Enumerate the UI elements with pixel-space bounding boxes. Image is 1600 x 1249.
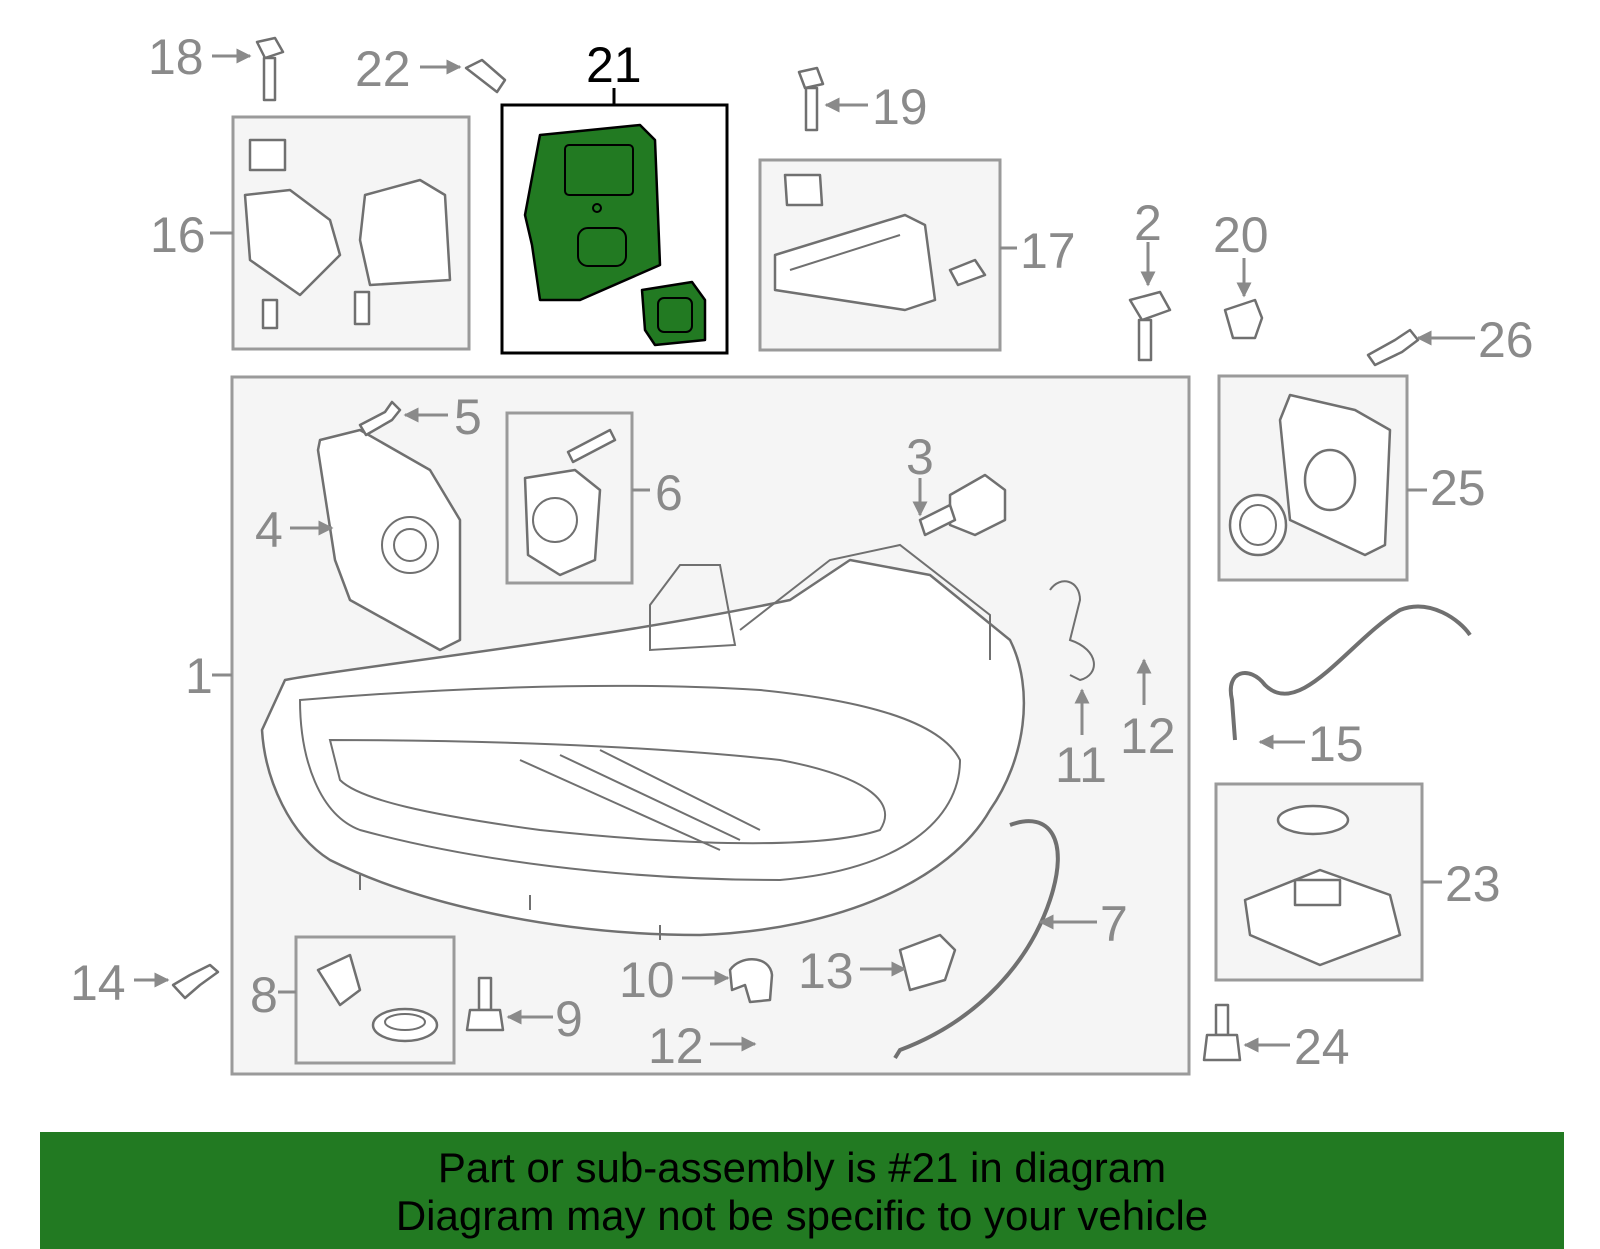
part-24-bolt (1202, 1003, 1242, 1062)
callout-24: 24 (1294, 1019, 1350, 1075)
callout-labels: 18 22 21 19 16 17 2 20 26 5 3 6 25 4 1 1… (70, 29, 1534, 1075)
part-19-bolt (797, 66, 825, 132)
part-16-bracket (243, 138, 452, 330)
callout-1: 1 (185, 648, 213, 704)
part-3-bulb (918, 473, 1007, 537)
part-13-clip (898, 933, 957, 992)
callout-14: 14 (70, 955, 126, 1011)
part-4-cover (316, 428, 462, 652)
part-15-vent-hose (1228, 604, 1472, 741)
callout-21: 21 (586, 37, 642, 93)
callout-17: 17 (1020, 223, 1076, 279)
info-banner: Part or sub-assembly is #21 in diagram D… (40, 1132, 1564, 1249)
callout-2: 2 (1134, 195, 1162, 251)
callout-6: 6 (655, 465, 683, 521)
callout-22: 22 (355, 41, 411, 97)
part-10-elbow (728, 958, 774, 1004)
banner-line-disclaimer: Diagram may not be specific to your vehi… (395, 1191, 1209, 1239)
headlamp-housing (260, 543, 1026, 940)
part-18-bolt (255, 36, 285, 102)
callout-3: 3 (906, 429, 934, 485)
callout-16: 16 (150, 207, 206, 263)
part-2-bolt (1128, 290, 1172, 362)
part-6-socket (523, 428, 617, 577)
part-23-igniter (1243, 804, 1402, 967)
callout-10: 10 (619, 952, 675, 1008)
part-20-clip (1223, 298, 1264, 340)
part-22-screw (464, 58, 507, 94)
part-11-vent-hose (1049, 580, 1095, 682)
callout-20: 20 (1213, 207, 1269, 263)
part-25-module-bracket (1228, 393, 1392, 557)
callout-26: 26 (1478, 312, 1534, 368)
callout-19: 19 (872, 79, 928, 135)
callout-15: 15 (1308, 716, 1364, 772)
leader-lines (134, 48, 1475, 1053)
callout-9: 9 (555, 991, 583, 1047)
callout-4: 4 (255, 502, 283, 558)
part-9-bolt (465, 976, 505, 1032)
callout-11: 11 (1055, 737, 1107, 793)
callout-7: 7 (1100, 896, 1128, 952)
part-5-screw (358, 400, 402, 437)
part-21-control-module (523, 123, 707, 347)
callout-12-upper: 12 (1120, 708, 1176, 764)
part-17-bracket (773, 173, 987, 312)
callout-12-lower: 12 (648, 1018, 704, 1074)
part-14-screw (171, 963, 220, 1000)
callout-13: 13 (798, 943, 854, 999)
banner-line-part-number: Part or sub-assembly is #21 in diagram (437, 1143, 1167, 1191)
callout-18: 18 (148, 29, 204, 85)
callout-5: 5 (454, 389, 482, 445)
part-26-screw (1366, 328, 1420, 367)
callout-25: 25 (1430, 460, 1486, 516)
assembly-box-8 (294, 935, 456, 1065)
callout-23: 23 (1445, 856, 1501, 912)
part-8-adjuster (316, 953, 439, 1043)
callout-8: 8 (250, 967, 278, 1023)
